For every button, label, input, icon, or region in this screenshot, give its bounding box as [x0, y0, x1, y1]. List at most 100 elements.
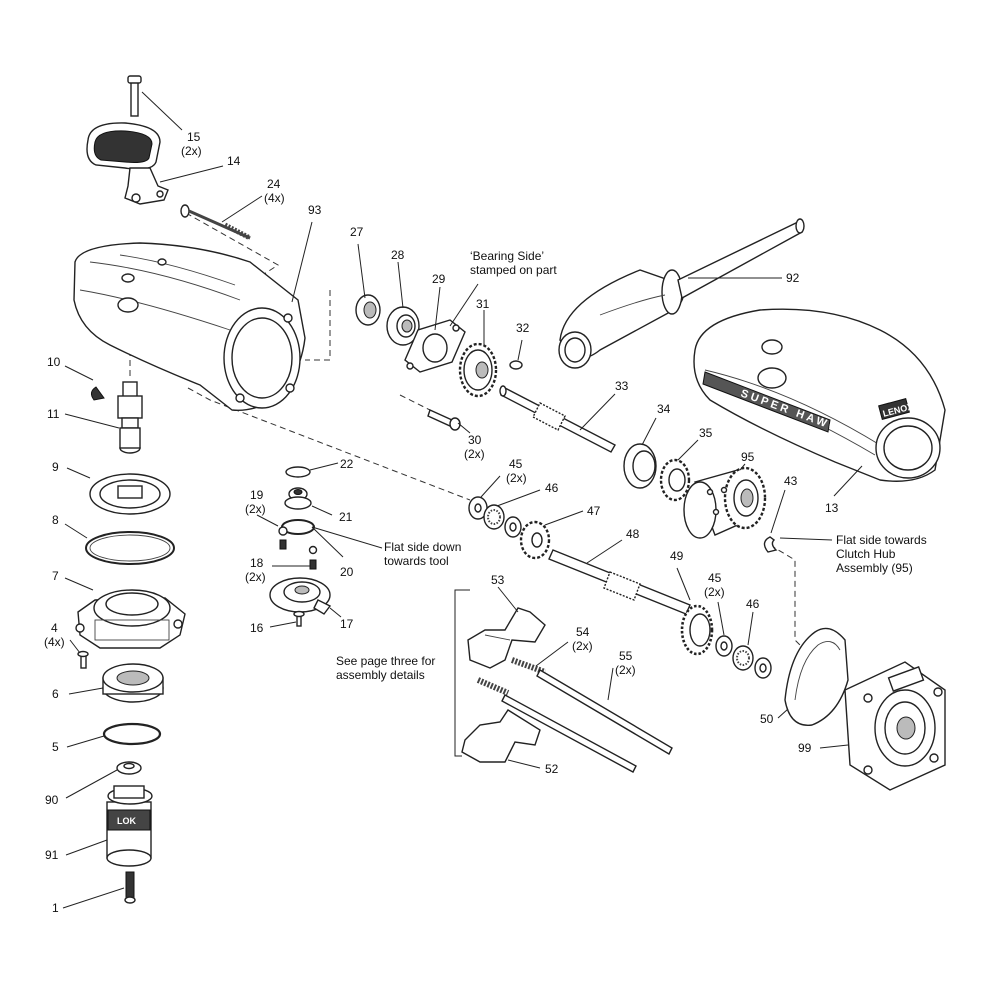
adapter-label-text: LOK — [117, 816, 136, 826]
callout-13: 13 — [825, 501, 839, 515]
note-see-page-2: assembly details — [336, 668, 425, 682]
callout-45b-qty: (2x) — [704, 585, 725, 599]
callout-35: 35 — [699, 426, 713, 440]
callout-92: 92 — [786, 271, 800, 285]
part-48-shaft — [548, 549, 691, 615]
part-53-bracket — [467, 607, 546, 669]
callout-33: 33 — [615, 379, 629, 393]
callout-19: 19 — [250, 488, 264, 502]
callout-22: 22 — [340, 457, 354, 471]
note-flat-side-clutch-2: Clutch Hub — [836, 547, 896, 561]
part-92-side-handle — [558, 218, 805, 369]
callout-52: 52 — [545, 762, 559, 776]
callout-10: 10 — [47, 355, 61, 369]
note-bearing-side-1: ‘Bearing Side’ — [470, 249, 544, 263]
callout-45b: 45 — [708, 571, 722, 585]
part-22-spring-ring — [285, 466, 311, 478]
callout-93: 93 — [308, 203, 322, 217]
part-32-key — [509, 360, 523, 370]
callout-24-qty: (4x) — [264, 191, 285, 205]
note-see-page-1: See page three for — [336, 654, 435, 668]
note-flat-side-down-1: Flat side down — [384, 540, 461, 554]
callout-45a: 45 — [509, 457, 523, 471]
callout-90: 90 — [45, 793, 59, 807]
callout-14: 14 — [227, 154, 241, 168]
callout-19-qty: (2x) — [245, 502, 266, 516]
part-29-bearing-plate — [404, 319, 466, 373]
part-50-gasket — [784, 627, 849, 726]
callout-18: 18 — [250, 556, 264, 570]
callout-11: 11 — [47, 407, 60, 421]
callout-5: 5 — [52, 740, 59, 754]
callout-15-qty: (2x) — [181, 144, 202, 158]
part-52-bracket — [461, 709, 541, 763]
callout-45a-qty: (2x) — [506, 471, 527, 485]
part-9-flange — [89, 473, 171, 515]
part-11-spindle — [117, 381, 143, 454]
part-13-gearbox-housing: SUPER HAWG LENOX — [693, 308, 946, 482]
part-15-screw — [127, 75, 142, 117]
part-46a-needle-bearing — [483, 504, 505, 530]
part-34-ring — [623, 443, 657, 489]
callout-55-qty: (2x) — [615, 663, 636, 677]
callout-30: 30 — [468, 433, 482, 447]
note-flat-side-clutch-3: Assembly (95) — [836, 561, 913, 575]
callout-18-qty: (2x) — [245, 570, 266, 584]
callout-54: 54 — [576, 625, 590, 639]
callout-21: 21 — [339, 510, 353, 524]
callout-53: 53 — [491, 573, 505, 587]
part-19-ball — [278, 526, 318, 555]
callout-91: 91 — [45, 848, 59, 862]
part-43-clip — [763, 536, 778, 553]
part-35-clutch-gear — [659, 458, 691, 502]
note-flat-side-clutch-1: Flat side towards — [836, 533, 927, 547]
part-91-quick-adapter: LOK — [106, 785, 153, 867]
part-5-retaining-ring — [102, 722, 162, 746]
callout-6: 6 — [52, 687, 59, 701]
callout-31: 31 — [476, 297, 490, 311]
part-17-lock-plate — [269, 577, 332, 615]
callout-8: 8 — [52, 513, 59, 527]
callout-29: 29 — [432, 272, 446, 286]
callout-47: 47 — [587, 504, 601, 518]
callout-17: 17 — [340, 617, 354, 631]
part-95-clutch-hub — [683, 466, 767, 539]
callout-9: 9 — [52, 460, 59, 474]
callout-46a: 46 — [545, 481, 559, 495]
part-4-screw — [77, 650, 89, 669]
callout-20: 20 — [340, 565, 354, 579]
group-bracket — [454, 589, 470, 757]
part-14-paddle-handle — [86, 122, 169, 205]
part-99-gear-case — [844, 661, 946, 791]
part-16-screw — [293, 610, 305, 627]
callout-43: 43 — [784, 474, 798, 488]
callout-4-qty: (4x) — [44, 635, 65, 649]
part-28-bearing — [386, 306, 420, 346]
part-6-bearing — [102, 663, 164, 703]
callout-48: 48 — [626, 527, 640, 541]
part-93-main-housing — [73, 242, 306, 412]
part-45b-washer — [715, 635, 733, 657]
part-46b-needle-bearing — [732, 645, 754, 671]
part-18-spring — [279, 539, 317, 570]
part-47-gear — [519, 520, 551, 560]
callout-95: 95 — [741, 450, 755, 464]
part-30-screw — [427, 409, 461, 431]
part-90-washer — [116, 761, 142, 775]
callout-55: 55 — [619, 649, 633, 663]
part-21-button — [284, 487, 312, 510]
callout-54-qty: (2x) — [572, 639, 593, 653]
callout-46b: 46 — [746, 597, 760, 611]
part-33-spindle-shaft — [499, 385, 616, 453]
part-49-large-gear — [680, 604, 714, 656]
callout-50: 50 — [760, 712, 774, 726]
callout-27: 27 — [350, 225, 364, 239]
callout-28: 28 — [391, 248, 405, 262]
callout-labels: 15 (2x) 14 24 (4x) 93 27 28 29 ‘Bearing … — [44, 130, 927, 915]
callout-32: 32 — [516, 321, 530, 335]
callout-4: 4 — [51, 621, 58, 635]
part-27-bushing — [355, 294, 381, 326]
part-10-clip — [90, 386, 105, 401]
part-washer-small-2 — [754, 657, 772, 679]
callout-16: 16 — [250, 621, 264, 635]
